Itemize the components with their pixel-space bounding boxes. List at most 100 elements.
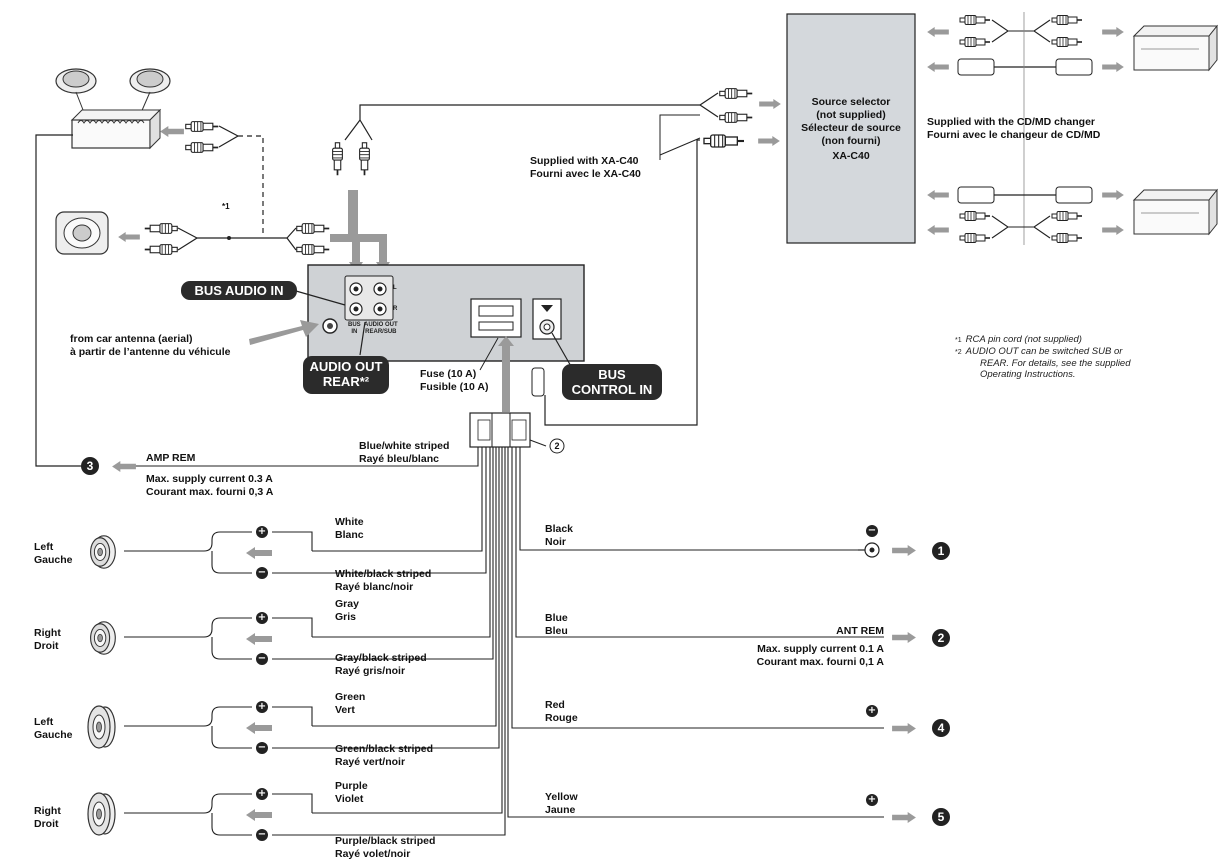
speaker-4-minus-en: Purple/black striped: [335, 835, 436, 847]
rca-plug: [185, 141, 219, 154]
cd-changer-2: [1133, 189, 1218, 235]
plus-icon: +: [256, 701, 268, 713]
supplied-with-xa-label: Supplied with XA-C40 Fourni avec le XA-C…: [530, 155, 641, 181]
unit-label-rear-sub-line: REAR/SUB: [365, 329, 397, 335]
speaker-2-side-en: Right: [34, 627, 61, 639]
plus-icon: +: [866, 705, 878, 717]
number-badge-1: 1: [932, 542, 950, 560]
arrow-to-selector: [759, 99, 781, 109]
speaker-3-minus-en: Green/black striped: [335, 743, 434, 755]
speaker-1-minus-fr: Rayé blanc/noir: [335, 581, 414, 593]
source-selector-line-4: (non fourni): [821, 135, 881, 147]
speaker-1-side-en: Left: [34, 541, 54, 553]
amp-rem-current-fr: Courant max. fourni 0,3 A: [146, 486, 274, 498]
footnote-2-mark: *2: [955, 349, 962, 356]
speaker-4-plus-fr: Violet: [335, 793, 364, 805]
minus-icon: −: [256, 742, 268, 754]
rca-plug: [185, 120, 219, 133]
source-selector-box: [786, 13, 916, 244]
wiring-harness: [469, 412, 565, 454]
plus-icon: +: [866, 794, 878, 806]
number-badge-4: 4: [932, 719, 950, 737]
changer-connections: [927, 12, 1218, 245]
amplifier: [55, 68, 171, 150]
supplied-xa-en: Supplied with XA-C40: [530, 155, 639, 167]
minus-icon: −: [866, 525, 878, 537]
supplied-changer-en: Supplied with the CD/MD changer: [927, 116, 1096, 128]
ant-rem-label: ANT REM: [836, 625, 884, 637]
number-badge-3: 3: [81, 457, 99, 475]
yellow-wire-fr: Jaune: [545, 804, 576, 816]
speaker-3-side-en: Left: [34, 716, 54, 728]
control-in-line: CONTROL IN: [571, 382, 653, 397]
speaker-rear-right: [87, 792, 116, 836]
unit-label-audio-out: AUDIO OUT REAR/SUB: [364, 322, 398, 336]
supplied-changer-fr: Fourni avec le changeur de CD/MD: [927, 129, 1101, 141]
amp-rem-wire-fr: Rayé bleu/blanc: [359, 453, 439, 465]
source-selector-line-2: (not supplied): [816, 109, 886, 121]
rca-cord-marker: *1: [222, 202, 230, 211]
fuse-fr: Fusible (10 A): [420, 381, 489, 393]
footnote-2-line-1: AUDIO OUT can be switched SUB or: [965, 346, 1123, 357]
red-wire-fr: Rouge: [545, 712, 578, 724]
speaker-4-minus-fr: Rayé volet/noir: [335, 848, 411, 860]
unit-label-bus: BUS: [348, 322, 361, 328]
speaker-2-plus-fr: Gris: [335, 611, 357, 623]
speaker-2-plus-en: Gray: [335, 598, 359, 610]
unit-label-l: L: [393, 285, 397, 291]
ant-rem-current-en: Max. supply current 0.1 A: [757, 643, 884, 655]
speaker-1-side-fr: Gauche: [34, 554, 73, 566]
connector-2-label: 2: [554, 441, 560, 451]
amp-rem-wire-en: Blue/white striped: [359, 440, 450, 452]
rear-speaker: [55, 211, 109, 255]
arrow-to-speaker: [118, 232, 140, 242]
antenna-fr: à partir de l’antenne du véhicule: [70, 346, 231, 358]
rca-plug: [296, 222, 330, 235]
speaker-3-plus-en: Green: [335, 691, 366, 703]
unit-label-bus-in: BUS IN: [348, 322, 361, 336]
speaker-2-minus-en: Gray/black striped: [335, 652, 427, 664]
bus-control-line: BUS: [598, 367, 626, 382]
amp-rem-label: AMP REM: [146, 452, 196, 464]
antenna-en: from car antenna (aerial): [70, 333, 193, 345]
footnote-2-line-3: Operating Instructions.: [980, 369, 1076, 380]
arrow-to-amp: [160, 126, 184, 137]
source-selector-label: Source selector (not supplied) Sélecteur…: [787, 96, 915, 163]
speaker-4-plus-en: Purple: [335, 780, 368, 792]
footnote-1-mark: *1: [955, 337, 962, 344]
plus-icon: +: [256, 526, 268, 538]
unit-label-in: IN: [351, 329, 358, 335]
speaker-front-left: [89, 535, 116, 569]
red-wire-en: Red: [545, 699, 565, 711]
supplied-with-changer-label: Supplied with the CD/MD changer Fourni a…: [927, 116, 1100, 142]
source-selector-line-3: Sélecteur de source: [801, 122, 901, 134]
speaker-3-minus-fr: Rayé vert/noir: [335, 756, 406, 768]
audio-out-rear-tag: AUDIO OUT REAR*²: [303, 356, 389, 394]
speaker-2-side-fr: Droit: [34, 640, 59, 652]
cd-changer-1: [1133, 25, 1218, 71]
plus-icon: +: [256, 612, 268, 624]
ground-terminal: [858, 542, 880, 558]
fuse-label: Fuse (10 A) Fusible (10 A): [420, 368, 488, 394]
source-selector-line-1: Source selector: [811, 96, 891, 108]
footnote-1-text: RCA pin cord (not supplied): [965, 334, 1082, 345]
number-badge-2: 2: [932, 629, 950, 647]
speaker-3-plus-fr: Vert: [335, 704, 355, 716]
speaker-2-minus-fr: Rayé gris/noir: [335, 665, 406, 677]
number-badge-5: 5: [932, 808, 950, 826]
